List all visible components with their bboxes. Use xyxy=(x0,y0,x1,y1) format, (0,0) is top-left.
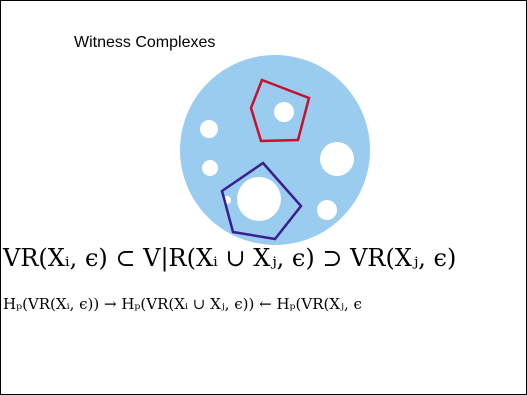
hole-small-left-bottom xyxy=(202,160,218,176)
hole-small-left-top xyxy=(200,120,218,138)
hole-small-right xyxy=(317,200,337,220)
red-pentagon xyxy=(249,78,311,143)
purple-pentagon xyxy=(220,161,303,241)
hole-large-right xyxy=(320,142,354,176)
hole-large-purple-inner xyxy=(237,177,281,221)
slide-title: Witness Complexes xyxy=(74,34,216,51)
homology-formula: Hₚ(VR(Xᵢ, ϵ)) → Hₚ(VR(Xᵢ ∪ Xⱼ, ϵ)) ← Hₚ(… xyxy=(3,295,362,313)
hole-red-inner xyxy=(274,102,294,122)
inclusion-formula: VR(Xᵢ, ϵ) ⊂ V|R(Xᵢ ∪ Xⱼ, ϵ) ⊃ VR(Xⱼ, ϵ) xyxy=(3,244,457,272)
